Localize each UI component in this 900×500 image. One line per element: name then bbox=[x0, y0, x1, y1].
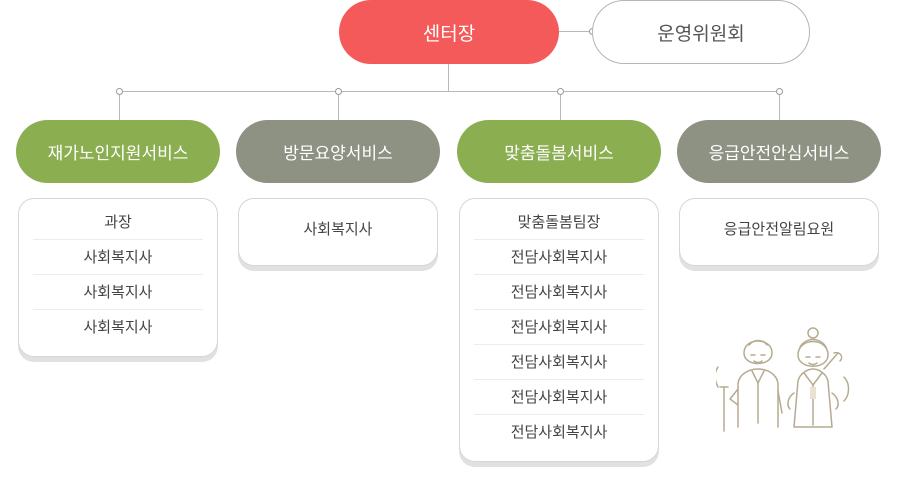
branch-drop-3 bbox=[560, 91, 561, 120]
staff-item: 전담사회복지사 bbox=[474, 240, 644, 275]
staff-card-home-elderly-support: 과장 사회복지사 사회복지사 사회복지사 bbox=[18, 198, 218, 357]
staff-card-customized-care: 맞춤돌봄팀장 전담사회복지사 전담사회복지사 전담사회복지사 전담사회복지사 전… bbox=[459, 198, 659, 462]
staff-item: 사회복지사 bbox=[303, 220, 373, 238]
dept-home-elderly-support: 재가노인지원서비스 bbox=[16, 120, 220, 183]
staff-card-emergency-safety: 응급안전알림요원 bbox=[679, 198, 879, 266]
staff-card-visiting-care: 사회복지사 bbox=[238, 198, 438, 266]
staff-item: 과장 bbox=[33, 205, 203, 240]
branch-line bbox=[119, 91, 780, 92]
branch-dot-4 bbox=[776, 88, 783, 95]
center-director-node: 센터장 bbox=[339, 0, 559, 64]
staff-item: 응급안전알림요원 bbox=[723, 220, 835, 238]
branch-drop-4 bbox=[779, 91, 780, 120]
staff-item: 사회복지사 bbox=[33, 240, 203, 275]
branch-drop-1 bbox=[119, 91, 120, 120]
staff-item: 전담사회복지사 bbox=[474, 310, 644, 345]
dept-emergency-safety: 응급안전안심서비스 bbox=[677, 120, 881, 183]
staff-item: 맞춤돌봄팀장 bbox=[474, 205, 644, 240]
branch-dot-3 bbox=[557, 88, 564, 95]
branch-dot-1 bbox=[116, 88, 123, 95]
branch-dot-2 bbox=[335, 88, 342, 95]
head-committee-connector bbox=[559, 31, 592, 32]
dept-visiting-care: 방문요양서비스 bbox=[236, 120, 440, 183]
staff-item: 전담사회복지사 bbox=[510, 423, 608, 441]
staff-item: 전담사회복지사 bbox=[474, 275, 644, 310]
staff-item: 전담사회복지사 bbox=[474, 380, 644, 415]
dept-customized-care: 맞춤돌봄서비스 bbox=[457, 120, 661, 183]
staff-item: 전담사회복지사 bbox=[474, 345, 644, 380]
branch-drop-2 bbox=[338, 91, 339, 120]
elderly-couple-illustration bbox=[716, 327, 850, 432]
operating-committee-node: 운영위원회 bbox=[592, 0, 810, 64]
staff-item: 사회복지사 bbox=[33, 275, 203, 310]
head-stem-line bbox=[448, 64, 449, 91]
staff-item: 사회복지사 bbox=[83, 318, 153, 336]
